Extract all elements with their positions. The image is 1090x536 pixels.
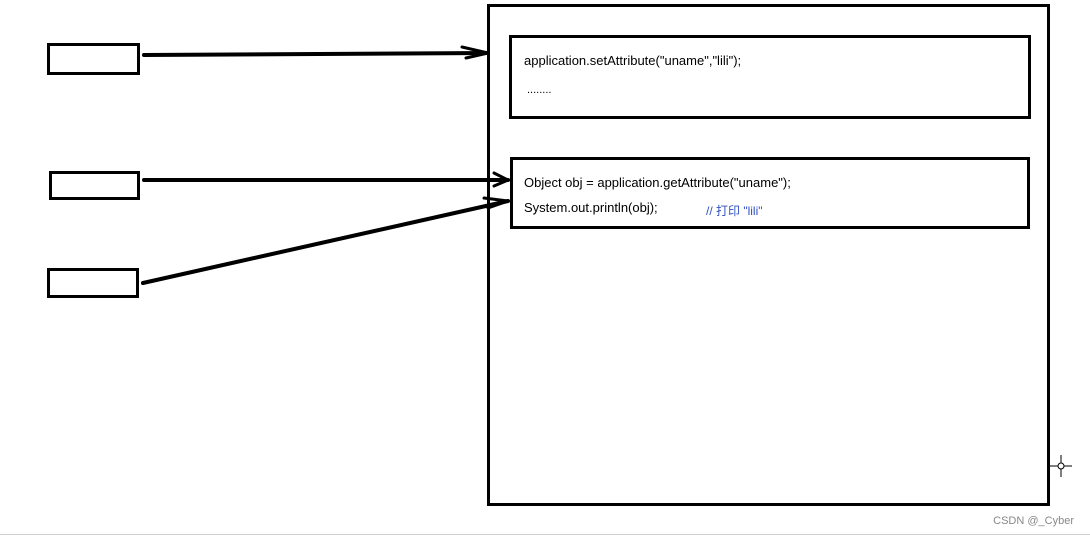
set-attribute-code: application.setAttribute("uname","lili")… [524, 53, 742, 68]
client-box-2 [49, 171, 140, 200]
bottom-divider [0, 534, 1090, 535]
println-code: System.out.println(obj); [524, 200, 658, 215]
arrow-3-head [482, 196, 509, 210]
ellipsis-code: ........ [527, 84, 552, 96]
arrow-1-line [142, 51, 490, 57]
get-attribute-block [510, 157, 1030, 229]
get-attribute-code: Object obj = application.getAttribute("u… [524, 175, 791, 190]
arrow-3-line [141, 199, 510, 285]
watermark: CSDN @_Cyber [993, 515, 1074, 527]
arrow-1-head [460, 45, 489, 60]
set-attribute-block [509, 35, 1031, 119]
crosshair-cursor-icon [1050, 455, 1072, 477]
client-box-3 [47, 268, 139, 298]
client-box-1 [47, 43, 140, 75]
print-comment: // 打印 "lili" [706, 204, 763, 218]
application-container [487, 4, 1050, 506]
arrow-2-head [492, 171, 512, 188]
